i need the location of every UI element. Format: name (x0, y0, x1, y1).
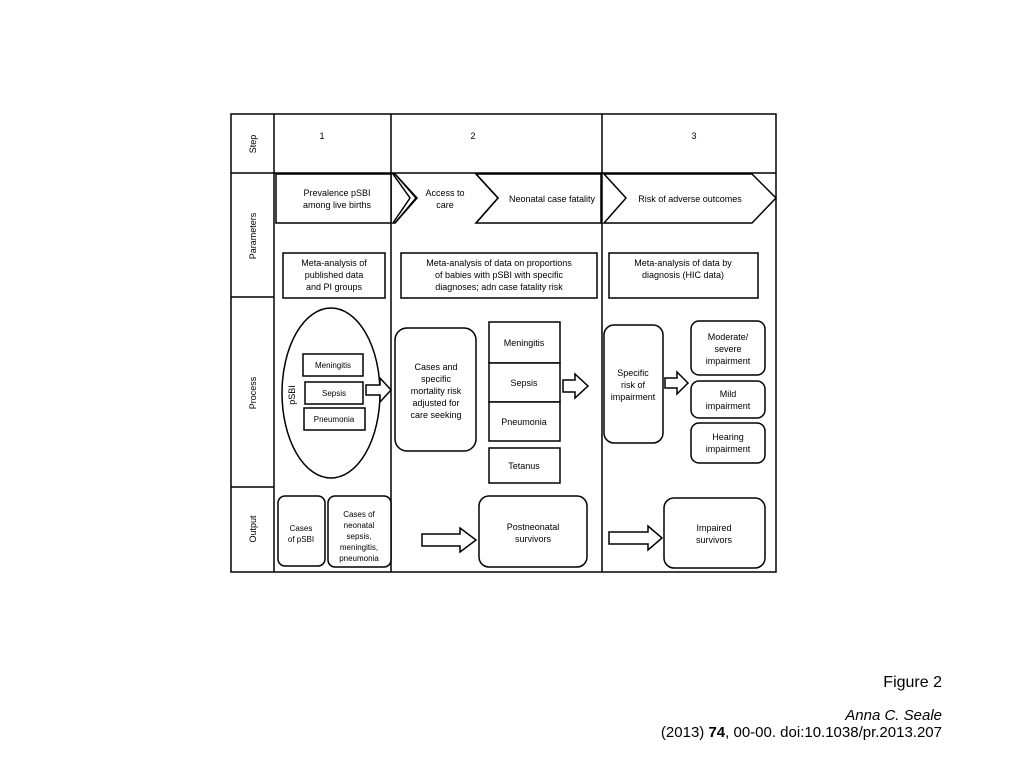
row-label-process: Process (248, 376, 258, 409)
method-step1-line3: and PI groups (306, 282, 363, 292)
arrow-icon (421, 526, 478, 554)
step-number-1: 1 (319, 131, 324, 141)
cases-specific-line1: Cases and (414, 362, 457, 372)
output-cases-neonatal-box (327, 495, 392, 568)
arrow-icon (664, 370, 690, 396)
psbi-item-meningitis: Meningitis (315, 361, 351, 370)
row-label-output: Output (248, 515, 258, 543)
diagnosis-pneumonia: Pneumonia (501, 417, 547, 427)
output-cases-neonatal-line4: meningitis, (340, 543, 378, 552)
arrow-icon (562, 372, 590, 400)
diagnosis-box-pneumonia (488, 401, 561, 442)
impairment-hearing-line2: impairment (706, 444, 751, 454)
parameter-access-right-edge (475, 173, 500, 224)
psbi-item-pneumonia: Pneumonia (314, 415, 355, 424)
parameter-access-chevron (391, 173, 417, 224)
method-step1-line1: Meta-analysis of (301, 258, 367, 268)
impairment-box-hearing (690, 422, 766, 464)
diagnosis-meningitis: Meningitis (504, 338, 545, 348)
cases-specific-box (394, 327, 477, 452)
psbi-item-box-sepsis (304, 381, 364, 405)
diagnosis-sepsis: Sepsis (510, 378, 538, 388)
diagnosis-box-meningitis (488, 321, 561, 364)
output-postneonatal-line2: survivors (515, 534, 552, 544)
cases-specific-line2: specific (421, 374, 452, 384)
impairment-mild-line1: Mild (720, 389, 737, 399)
arrow-icon (608, 524, 664, 552)
method-step3-line1: Meta-analysis of data by (634, 258, 732, 268)
arrow-icon (365, 376, 393, 404)
diagnosis-box-tetanus (488, 447, 561, 484)
caption-doi: , 00-00. doi:10.1038/pr.2013.207 (725, 724, 942, 741)
step-number-2: 2 (470, 131, 475, 141)
psbi-label: pSBI (287, 385, 297, 405)
row-label-parameters: Parameters (248, 212, 258, 259)
diagram-frame (230, 113, 777, 573)
impairment-box-mild (690, 380, 766, 419)
cases-specific-line5: care seeking (410, 410, 461, 420)
impairment-moderate-line1: Moderate/ (708, 332, 749, 342)
parameter-access-line1: Access to (425, 188, 464, 198)
caption-volume: 74 (708, 724, 726, 741)
output-impaired-box (663, 497, 766, 569)
output-cases-neonatal-line2: neonatal (344, 521, 375, 530)
output-postneonatal-box (478, 495, 588, 568)
method-step2-line1: Meta-analysis of data on proportions (426, 258, 572, 268)
output-cases-neonatal-line1: Cases of (343, 510, 375, 519)
method-box-step2 (400, 252, 598, 299)
parameter-prevalence-line2: among live births (303, 200, 372, 210)
method-box-step1 (282, 252, 386, 299)
caption-author: Anna C. Seale (845, 707, 942, 724)
psbi-item-sepsis: Sepsis (322, 389, 346, 398)
output-cases-psbi-line2: of pSBI (288, 535, 314, 544)
output-impaired-line2: survivors (696, 535, 733, 545)
output-impaired-line1: Impaired (696, 523, 731, 533)
figure-label: Figure 2 (883, 674, 942, 691)
specific-risk-line2: risk of (621, 380, 646, 390)
parameter-access-tip (394, 173, 419, 224)
parameter-adverse-label: Risk of adverse outcomes (638, 194, 742, 204)
method-step2-line3: diagnoses; adn case fatality risk (435, 282, 563, 292)
psbi-item-box-meningitis (302, 353, 364, 377)
output-cases-psbi-line1: Cases (290, 524, 313, 533)
specific-risk-line3: impairment (611, 392, 656, 402)
caption-year: (2013) (660, 724, 705, 741)
caption-citation: (2013) 74, 00-00. doi:10.1038/pr.2013.20… (661, 724, 942, 741)
cases-specific-line3: mortality risk (411, 386, 462, 396)
output-cases-psbi-box (277, 495, 326, 567)
impairment-moderate-line2: severe (714, 344, 741, 354)
method-step2-line2: of babies with pSBI with specific (435, 270, 564, 280)
step-number-3: 3 (691, 131, 696, 141)
parameter-fatality-label: Neonatal case fatality (509, 194, 596, 204)
output-cases-neonatal-line5: pneumonia (339, 554, 379, 563)
impairment-moderate-line3: impairment (706, 356, 751, 366)
method-step3-line2: diagnosis (HIC data) (642, 270, 724, 280)
output-postneonatal-line1: Postneonatal (507, 522, 560, 532)
impairment-mild-line2: impairment (706, 401, 751, 411)
parameter-prevalence-banner (275, 173, 392, 224)
impairment-hearing-line1: Hearing (712, 432, 744, 442)
impairment-box-moderate (690, 320, 766, 376)
method-box-step3 (608, 252, 759, 299)
parameter-adverse-chevron (602, 173, 778, 224)
psbi-item-box-pneumonia (303, 407, 366, 431)
specific-risk-box (603, 324, 664, 444)
diagnosis-box-sepsis (488, 362, 561, 403)
parameter-prevalence-line1: Prevalence pSBI (303, 188, 370, 198)
parameter-access-line2: care (436, 200, 454, 210)
diagnosis-tetanus: Tetanus (508, 461, 540, 471)
output-cases-neonatal-line3: sepsis, (347, 532, 372, 541)
row-label-step: Step (248, 135, 258, 154)
specific-risk-line1: Specific (617, 368, 649, 378)
method-step1-line2: published data (305, 270, 364, 280)
cases-specific-line4: adjusted for (412, 398, 459, 408)
